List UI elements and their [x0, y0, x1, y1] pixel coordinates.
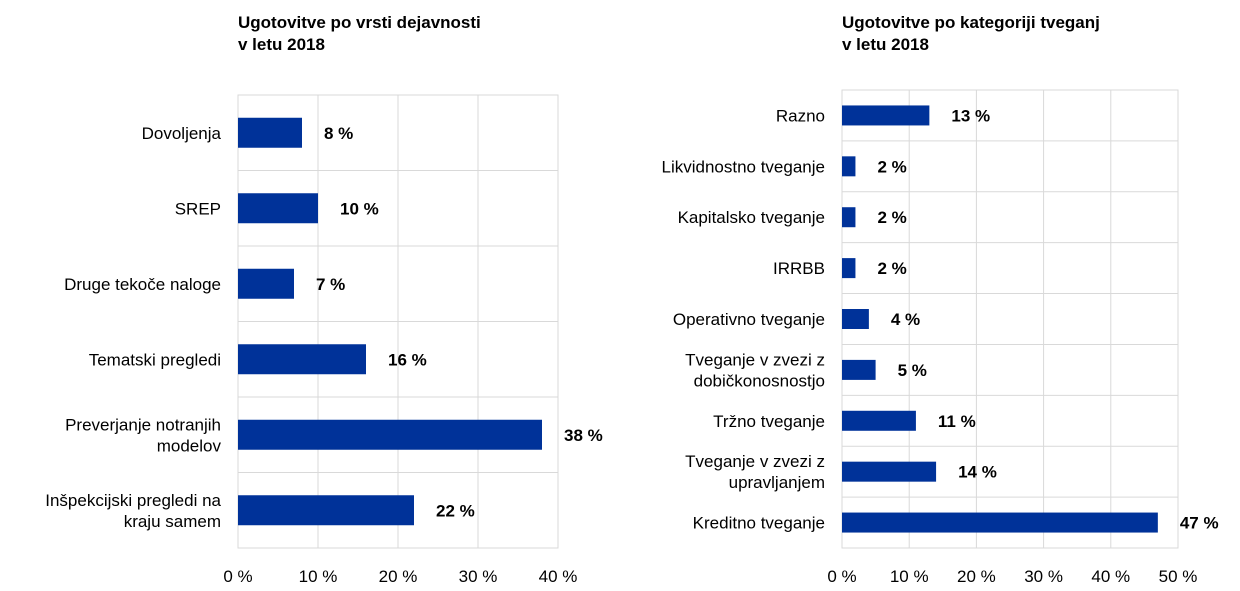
- x-tick-label-risk: 10 %: [890, 567, 929, 586]
- bar-activity: [238, 268, 294, 299]
- category-label-risk: Razno: [776, 106, 825, 125]
- category-label-risk: Tržno tveganje: [713, 412, 825, 431]
- data-label-risk: 47 %: [1180, 514, 1219, 533]
- data-label-risk: 11 %: [938, 412, 976, 431]
- data-label-activity: 16 %: [388, 350, 427, 369]
- x-tick-label-activity: 40 %: [539, 567, 578, 586]
- category-label-activity: Dovoljenja: [142, 124, 222, 143]
- data-label-risk: 2 %: [877, 157, 906, 176]
- category-label-risk: Kreditno tveganje: [693, 514, 825, 533]
- x-tick-label-activity: 30 %: [459, 567, 498, 586]
- category-label-risk: Likvidnostno tveganje: [661, 157, 825, 176]
- chart-title-risk: Ugotovitve po kategoriji tveganj v letu …: [842, 12, 1202, 56]
- category-label-activity: Tematski pregledi: [89, 350, 221, 369]
- bar-activity: [238, 344, 366, 375]
- x-tick-label-risk: 50 %: [1159, 567, 1198, 586]
- bar-risk: [842, 258, 856, 279]
- x-tick-label-risk: 0 %: [827, 567, 856, 586]
- bar-risk: [842, 156, 856, 177]
- bar-risk: [842, 461, 937, 482]
- data-label-activity: 22 %: [436, 501, 475, 520]
- category-label-activity: SREP: [175, 199, 221, 218]
- chart-title-activity-line1: Ugotovitve po vrsti dejavnosti: [238, 13, 481, 32]
- bar-risk: [842, 207, 856, 228]
- data-label-risk: 5 %: [898, 361, 927, 380]
- x-tick-label-activity: 20 %: [379, 567, 418, 586]
- data-label-activity: 38 %: [564, 426, 603, 445]
- x-tick-label-activity: 0 %: [223, 567, 252, 586]
- data-label-risk: 2 %: [877, 259, 906, 278]
- bar-risk: [842, 512, 1158, 533]
- chart-title-activity-line2: v letu 2018: [238, 35, 325, 54]
- bar-risk: [842, 309, 869, 329]
- bar-activity: [238, 117, 302, 148]
- bar-activity: [238, 419, 542, 450]
- category-label-risk: Operativno tveganje: [673, 310, 825, 329]
- chart-title-risk-line1: Ugotovitve po kategoriji tveganj: [842, 13, 1100, 32]
- data-label-risk: 4 %: [891, 310, 920, 329]
- chart-title-activity: Ugotovitve po vrsti dejavnosti v letu 20…: [238, 12, 598, 56]
- x-tick-label-risk: 30 %: [1024, 567, 1063, 586]
- bar-risk: [842, 410, 916, 431]
- x-tick-label-risk: 40 %: [1091, 567, 1130, 586]
- category-label-risk: IRRBB: [773, 259, 825, 278]
- x-tick-label-risk: 20 %: [957, 567, 996, 586]
- data-label-risk: 2 %: [877, 208, 906, 227]
- data-label-risk: 14 %: [958, 463, 997, 482]
- category-label-activity: Druge tekoče naloge: [64, 275, 221, 294]
- chart-title-risk-line2: v letu 2018: [842, 35, 929, 54]
- x-tick-label-activity: 10 %: [299, 567, 338, 586]
- category-label-risk: Kapitalsko tveganje: [678, 208, 825, 227]
- bar-activity: [238, 193, 318, 224]
- bar-risk: [842, 105, 930, 126]
- data-label-activity: 10 %: [340, 199, 379, 218]
- data-label-activity: 8 %: [324, 124, 353, 143]
- data-label-activity: 7 %: [316, 275, 345, 294]
- data-label-risk: 13 %: [951, 106, 990, 125]
- bar-activity: [238, 495, 414, 526]
- bar-risk: [842, 359, 876, 380]
